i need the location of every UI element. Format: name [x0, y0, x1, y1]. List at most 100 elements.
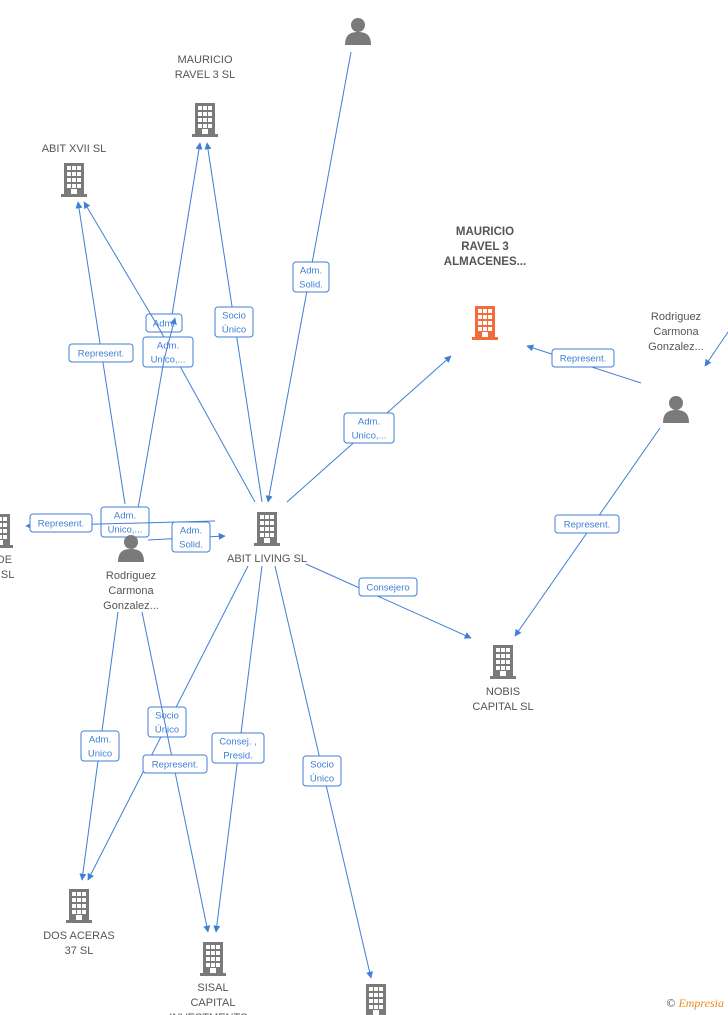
node-left[interactable]: L DE24 SL [0, 514, 14, 581]
building-icon [254, 512, 280, 546]
node-gutierrez[interactable]: Gutierrez... [331, 0, 385, 45]
edge-label[interactable]: Represent. [551, 348, 615, 368]
node-mauricio[interactable]: MAURICIO RAVEL 3 SL [175, 54, 236, 137]
edge-label-text: Solid. [299, 280, 323, 291]
node-rodr_left[interactable]: RodriguezCarmonaGonzalez... [103, 535, 159, 612]
edge-label-box[interactable] [302, 755, 342, 787]
edge-label[interactable]: Represent. [68, 343, 134, 363]
edge-e7: Represent. [526, 344, 642, 384]
edge-label-text: Solid. [179, 540, 203, 551]
edge-label-text: Presid. [223, 751, 253, 762]
edge-label-text: Unico [88, 749, 112, 760]
edge-label-text: Socio [155, 711, 179, 722]
node-label: RAVEL 3 SL [175, 69, 236, 81]
edge-label-box[interactable] [551, 348, 615, 368]
building-icon [192, 103, 218, 137]
node-label: Gonzalez... [648, 341, 704, 353]
edge-label-box[interactable] [29, 513, 93, 533]
edges-layer: Adm.Solid.SocioÚnicoAdm.Adm.Unico,...Rep… [25, 51, 728, 979]
node-label: ABIT XVII SL [42, 143, 107, 155]
node-label: DOS ACERAS [43, 930, 115, 942]
edge-label-box[interactable] [80, 730, 120, 762]
edge-label-box[interactable] [292, 261, 330, 293]
node-label: CAPITAL [190, 997, 235, 1009]
node-bottom[interactable] [363, 984, 389, 1015]
node-abit17[interactable]: ABIT XVII SL [42, 143, 107, 197]
edge-label-text: Adm. [300, 266, 322, 277]
edge-label[interactable]: Represent. [142, 754, 208, 774]
edge-label-box[interactable] [211, 732, 265, 764]
edge-e9: Represent. [514, 427, 661, 637]
edge-label-text: Represent. [152, 760, 198, 771]
building-icon [66, 889, 92, 923]
node-label: Carmona [653, 326, 699, 338]
edge-label[interactable]: Adm. Unico,... [100, 506, 150, 538]
edge-label[interactable]: Adm.Unico,... [343, 412, 395, 444]
edge-label-box[interactable] [147, 706, 187, 738]
copyright-notice: © Empresia [666, 996, 724, 1011]
edge-label[interactable]: Adm. Unico [80, 730, 120, 762]
edge-label[interactable]: Adm. Solid. [292, 261, 330, 293]
node-label: 24 SL [0, 569, 14, 581]
edge-label-text: Adm. [358, 417, 380, 428]
edge-line [135, 317, 177, 521]
edge-label-text: Adm. [153, 319, 175, 330]
edge-label-text: Consej. , [219, 737, 257, 748]
nodes-layer: Gutierrez... MAURICIO RAVEL 3 SL ABIT XVII … [0, 0, 704, 1015]
empresia-logo[interactable]: Empresia [678, 996, 724, 1010]
edge-label-box[interactable] [343, 412, 395, 444]
edge-label[interactable]: Represent. [29, 513, 93, 533]
edge-label-box[interactable] [554, 514, 620, 534]
edge-e8 [704, 331, 728, 367]
edge-label-text: Socio [222, 311, 246, 322]
edge-line [704, 331, 728, 367]
edge-label[interactable]: Adm.Unico,... [142, 336, 194, 368]
edge-label-text: Unico,... [108, 525, 143, 536]
edge-label-box[interactable] [142, 336, 194, 368]
node-sisal[interactable]: SISAL CAPITAL INVESTMENTS... [169, 942, 257, 1015]
edge-e3: Adm. [145, 142, 203, 333]
edge-e11: Adm.Solid. [147, 521, 226, 553]
edge-e5: Represent. [68, 201, 134, 505]
node-rodr_right[interactable]: RodriguezCarmonaGonzalez... [648, 311, 704, 423]
edge-label[interactable]: Adm. [145, 313, 183, 333]
node-label: INVESTMENTS... [169, 1012, 256, 1015]
node-label: SISAL [197, 982, 228, 994]
edge-label-text: Socio [310, 760, 334, 771]
edge-label[interactable]: Consej. , Presid. [211, 732, 265, 764]
building-icon [490, 645, 516, 679]
edge-label-text: Represent. [564, 520, 610, 531]
building-icon [61, 163, 87, 197]
edge-label[interactable]: Consejero [358, 577, 418, 597]
edge-label-text: Adm. [114, 511, 136, 522]
node-label: Rodriguez [106, 570, 156, 582]
edge-label-text: Consejero [366, 583, 409, 594]
node-label: ABIT LIVING SL [227, 553, 307, 565]
edge-label-box[interactable] [142, 754, 208, 774]
person-icon [663, 396, 689, 423]
node-abit_living[interactable]: ABIT LIVING SL [227, 512, 307, 565]
node-label: Rodriguez [651, 311, 701, 323]
edge-label[interactable]: Adm.Solid. [171, 521, 211, 553]
edge-label-text: Adm. [89, 735, 111, 746]
edge-e15: Represent. [141, 611, 211, 933]
edge-label-text: Represent. [38, 519, 84, 530]
edge-label-box[interactable] [68, 343, 134, 363]
edge-label-box[interactable] [214, 306, 254, 338]
node-label: MAURICIO [456, 226, 514, 238]
edge-label-box[interactable] [358, 577, 418, 597]
edge-label-box[interactable] [100, 506, 150, 538]
edge-e12: Consejero [305, 563, 472, 639]
node-label: NOBIS [486, 686, 520, 698]
edge-label[interactable]: Represent. [554, 514, 620, 534]
edge-e13: Adm. Unico [79, 611, 120, 881]
node-label: MAURICIO [178, 54, 233, 66]
